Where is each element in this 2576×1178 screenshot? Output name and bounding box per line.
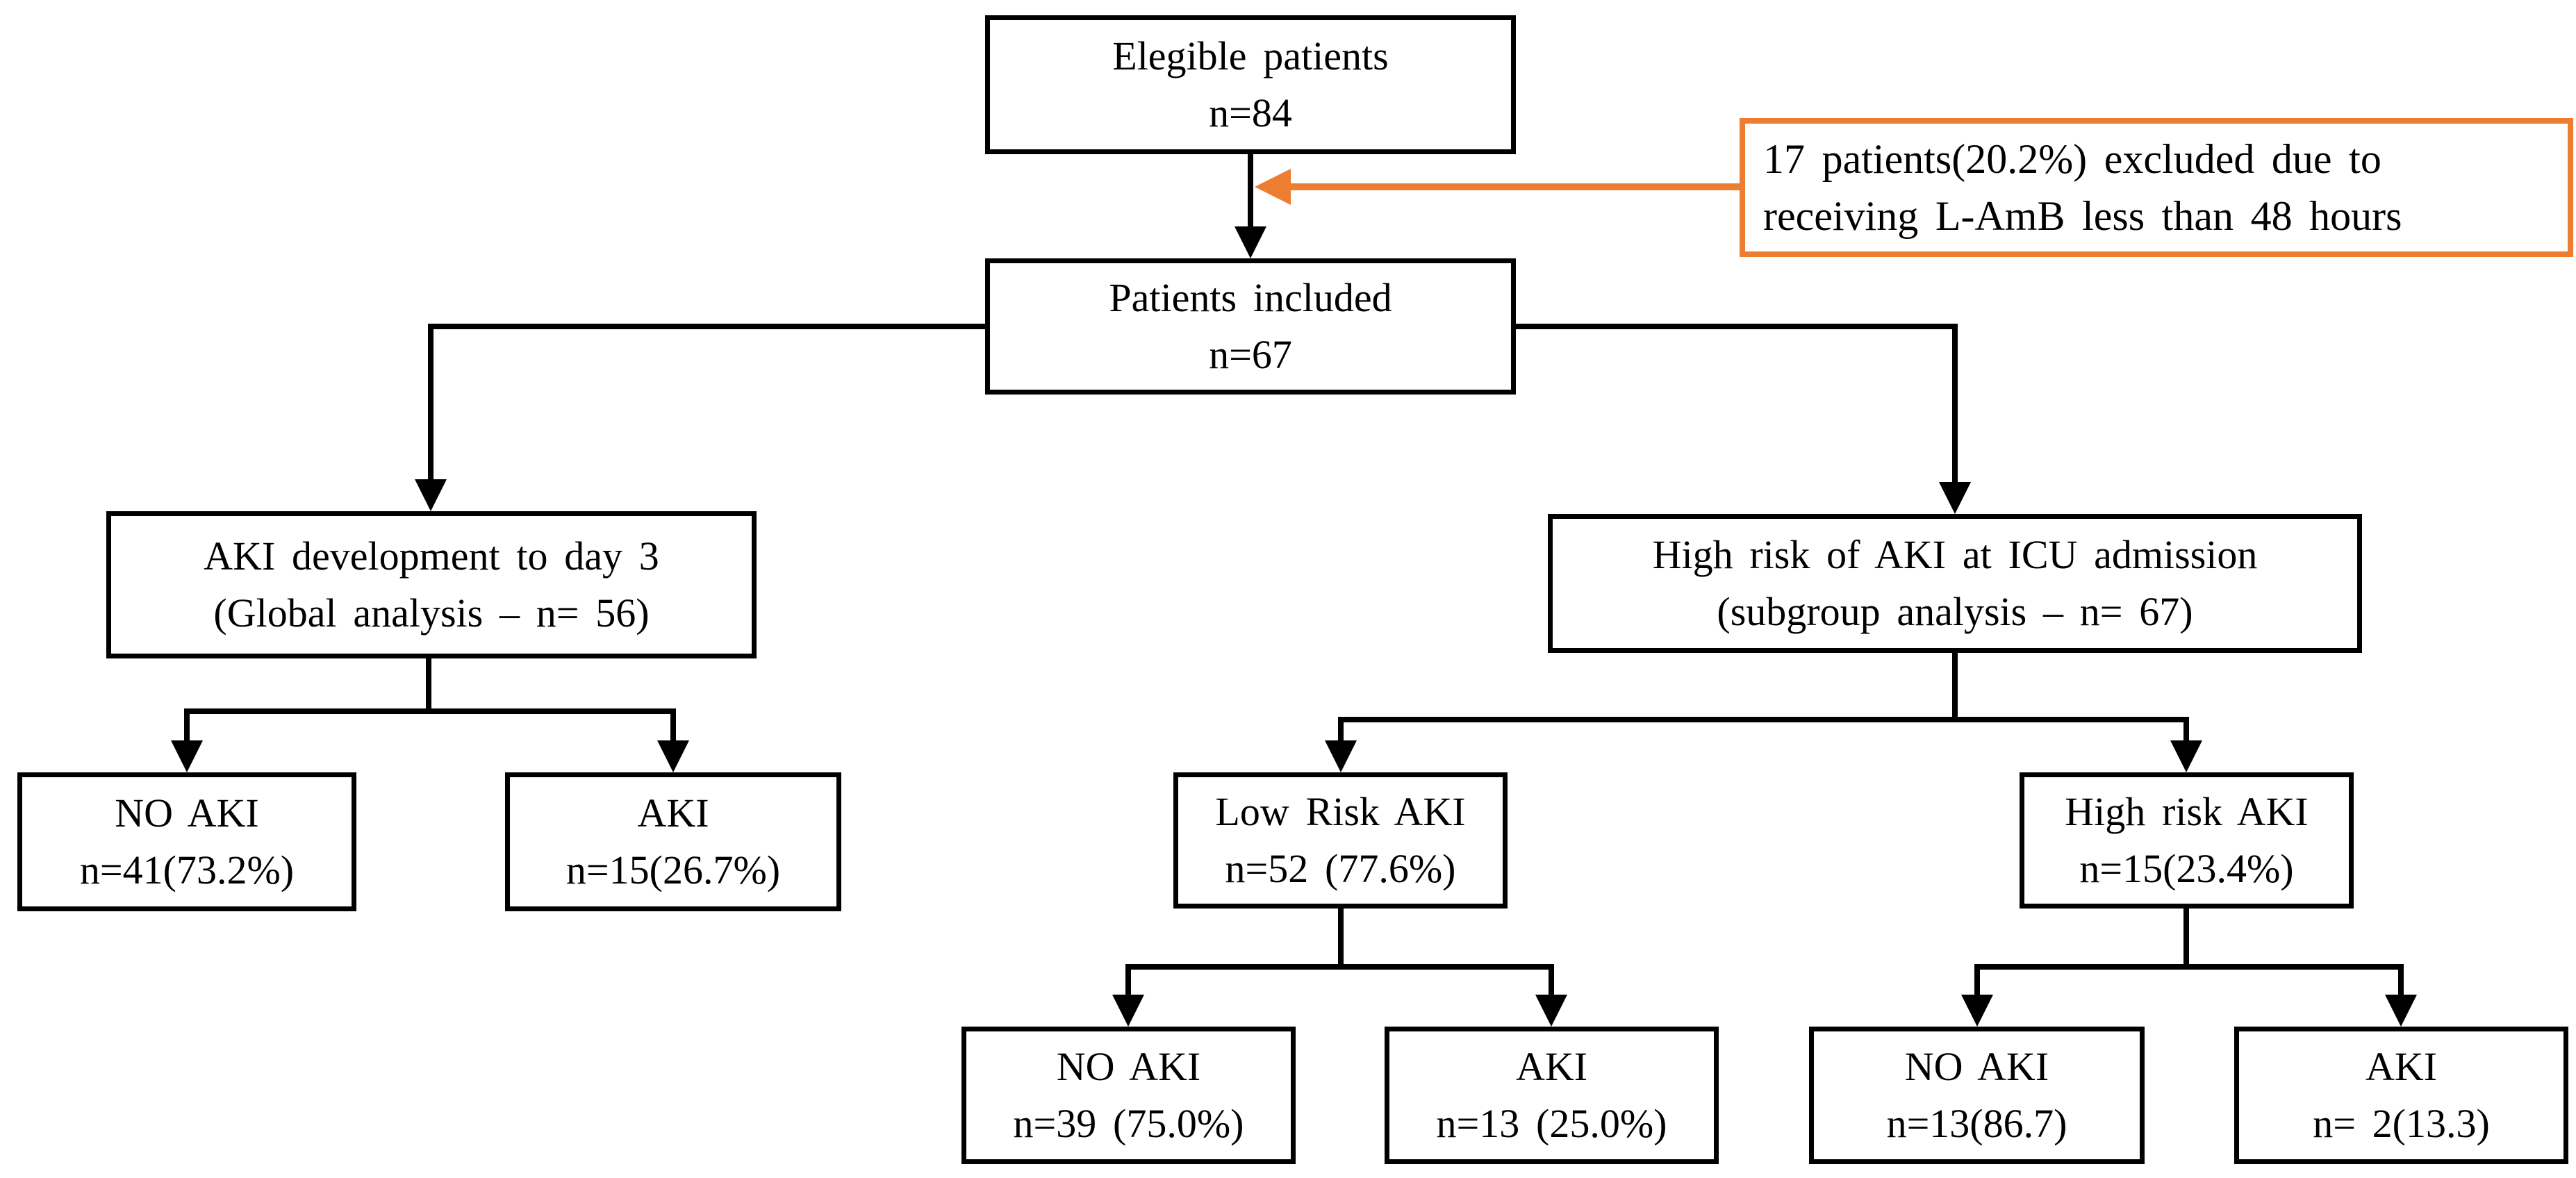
node-high-risk-aki: High risk AKI n=15(23.4%) [2020, 772, 2354, 909]
connector-global-stem [426, 658, 431, 714]
node-low-risk-no-aki: NO AKI n=39 (75.0%) [961, 1027, 1296, 1164]
connector-eligible-to-included [1248, 154, 1253, 231]
arrowhead-down-icon [1961, 995, 1993, 1027]
node-title: NO AKI [115, 790, 259, 836]
connector-subgroup-crossbar [1338, 717, 2189, 722]
node-title: AKI [2365, 1044, 2438, 1089]
connector-lowrisk-stem [1338, 909, 1344, 970]
node-eligible-patients: Elegible patients n=84 [985, 15, 1516, 154]
arrowhead-down-icon [657, 740, 689, 772]
node-count: n=41(73.2%) [79, 847, 295, 893]
node-title: AKI development to day 3 [204, 533, 659, 579]
node-high-risk-icu-admission: High risk of AKI at ICU admission (subgr… [1548, 514, 2362, 653]
node-high-risk-aki-outcome: AKI n= 2(13.3) [2234, 1027, 2568, 1164]
node-count: n= 2(13.3) [2313, 1101, 2490, 1146]
node-count: n=13(86.7) [1886, 1101, 2067, 1146]
connector-global-crossbar [184, 708, 676, 714]
arrowhead-down-icon [415, 479, 447, 511]
exclusion-text-line1: 17 patients(20.2%) excluded due to [1763, 136, 2381, 182]
node-global-aki: AKI n=15(26.7%) [505, 772, 841, 911]
node-title: High risk AKI [2065, 789, 2309, 834]
node-patients-included: Patients included n=67 [985, 258, 1516, 395]
connector-subgroup-stem [1952, 653, 1958, 722]
connector-exclusion-arrow [1291, 183, 1740, 190]
arrowhead-left-icon [1255, 169, 1291, 205]
node-low-risk-aki-outcome: AKI n=13 (25.0%) [1385, 1027, 1719, 1164]
arrowhead-down-icon [171, 740, 203, 772]
arrowhead-down-icon [1235, 226, 1266, 258]
node-aki-development-day3: AKI development to day 3 (Global analysi… [106, 511, 757, 658]
node-high-risk-no-aki: NO AKI n=13(86.7) [1809, 1027, 2145, 1164]
connector-lowrisk-right-drop [1549, 964, 1554, 996]
node-title: NO AKI [1904, 1044, 2049, 1089]
connector-highrisk-right-drop [2398, 964, 2404, 996]
node-title: High risk of AKI at ICU admission [1652, 532, 2258, 577]
connector-included-to-subgroup-vertical [1952, 324, 1958, 486]
node-count: n=52 (77.6%) [1225, 846, 1456, 891]
node-excluded-patients: 17 patients(20.2%) excluded due to recei… [1740, 118, 2573, 257]
node-count: n=84 [1209, 90, 1292, 135]
node-count: (Global analysis – n= 56) [213, 590, 650, 636]
connector-included-to-global-horizontal [428, 324, 985, 329]
node-count: n=15(23.4%) [2079, 846, 2294, 891]
node-count: n=39 (75.0%) [1013, 1101, 1244, 1146]
node-low-risk-aki: Low Risk AKI n=52 (77.6%) [1173, 772, 1508, 909]
arrowhead-down-icon [1325, 740, 1357, 772]
arrowhead-down-icon [2385, 995, 2417, 1027]
arrowhead-down-icon [1535, 995, 1567, 1027]
exclusion-text-line2: receiving L-AmB less than 48 hours [1763, 193, 2402, 239]
arrowhead-down-icon [1112, 995, 1144, 1027]
connector-highrisk-left-drop [1974, 964, 1980, 996]
connector-included-to-global-vertical [428, 324, 434, 483]
connector-global-left-drop [184, 708, 190, 743]
connector-lowrisk-left-drop [1125, 964, 1131, 996]
node-title: AKI [1515, 1044, 1588, 1089]
node-count: n=13 (25.0%) [1436, 1101, 1667, 1146]
connector-highrisk-crossbar [1974, 964, 2404, 970]
arrowhead-down-icon [2170, 740, 2202, 772]
node-global-no-aki: NO AKI n=41(73.2%) [17, 772, 356, 911]
node-title: AKI [637, 790, 709, 836]
connector-subgroup-left-drop [1338, 717, 1344, 743]
node-title: Patients included [1109, 275, 1392, 320]
node-title: NO AKI [1056, 1044, 1201, 1089]
connector-included-to-subgroup-horizontal [1516, 324, 1958, 329]
node-title: Low Risk AKI [1215, 789, 1466, 834]
connector-highrisk-stem [2183, 909, 2189, 970]
connector-lowrisk-crossbar [1125, 964, 1554, 970]
node-count: n=15(26.7%) [565, 847, 781, 893]
connector-global-right-drop [670, 708, 676, 743]
connector-subgroup-right-drop [2183, 717, 2189, 743]
node-title: Elegible patients [1112, 33, 1389, 78]
arrowhead-down-icon [1939, 482, 1971, 514]
node-count: (subgroup analysis – n= 67) [1717, 589, 2193, 634]
node-count: n=67 [1209, 332, 1292, 377]
